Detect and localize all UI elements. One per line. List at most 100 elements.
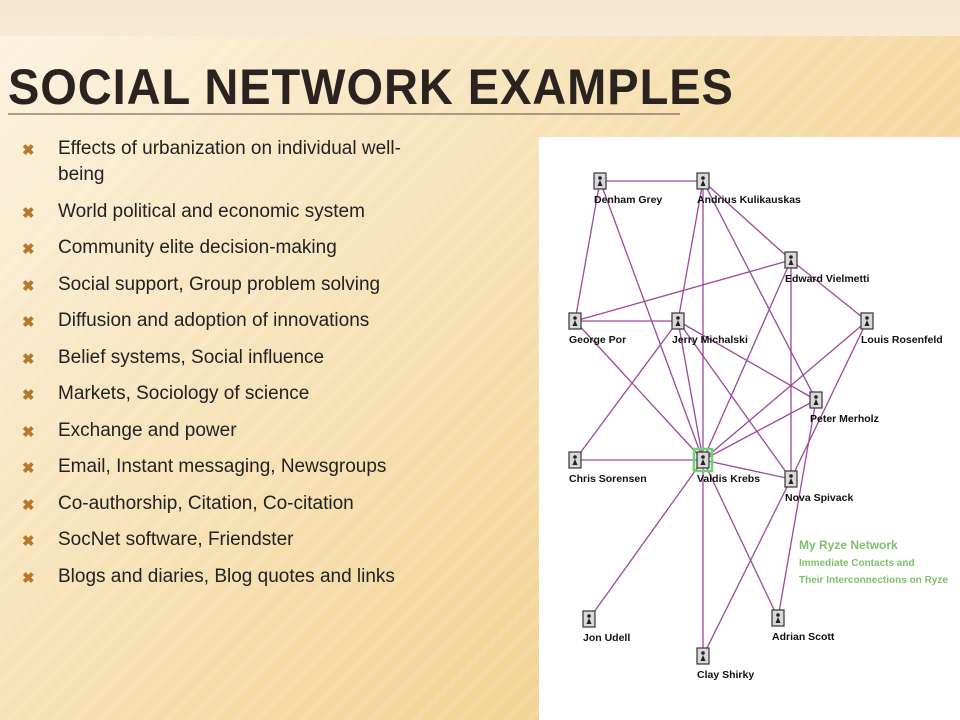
- edge-peter-valdis: [702, 399, 817, 461]
- x-mark-bullet-icon: ✖: [22, 533, 35, 550]
- node-andrius: Andrius Kulikauskas: [696, 172, 801, 206]
- x-mark-bullet-icon: ✖: [22, 314, 35, 331]
- bullet-text: Blogs and diaries, Blog quotes and links: [58, 565, 395, 587]
- bullet-item: ✖ Community elite decision-making: [20, 235, 520, 261]
- edge-edward-louis: [790, 259, 868, 322]
- edge-valdis-nova: [702, 459, 792, 480]
- bullet-item: ✖Email, Instant messaging, Newsgroups: [20, 454, 520, 480]
- person-card-icon: [809, 391, 823, 409]
- edge-nova-clay: [702, 478, 792, 657]
- x-mark-bullet-icon: ✖: [22, 241, 35, 258]
- bullet-list: ✖ Effects of urbanization on individual w…: [20, 136, 520, 600]
- node-clay: Clay Shirky: [696, 647, 754, 681]
- x-mark-bullet-icon: ✖: [22, 496, 35, 514]
- bullet-text: Effects of urbanization on individual we…: [58, 138, 401, 185]
- bullet-item: ✖ Diffusion and adoption of innovations: [20, 308, 520, 334]
- node-peter: Peter Merholz: [809, 391, 879, 425]
- person-card-icon: [696, 647, 710, 665]
- bullet-item: ✖ Blogs and diaries, Blog quotes and link…: [20, 564, 520, 590]
- person-card-icon: [696, 172, 710, 190]
- edge-andrius-edward: [702, 180, 792, 261]
- bullet-item: ✖Co-authorship, Citation, Co-citation: [20, 491, 520, 517]
- edge-denham-george: [574, 180, 601, 322]
- node-label: George Por: [569, 334, 626, 346]
- person-card-icon: [582, 610, 596, 628]
- x-mark-bullet-icon: ✖: [22, 569, 35, 587]
- legend-subtitle-2: Their Interconnections on Ryze: [799, 575, 948, 586]
- edge-andrius-jerry: [677, 180, 704, 322]
- edge-george-valdis: [574, 320, 704, 461]
- edge-valdis-jon: [588, 459, 704, 620]
- title-underline: [8, 113, 680, 115]
- edge-george-edward: [574, 259, 792, 322]
- bullet-text: Community elite decision-making: [58, 237, 337, 258]
- node-jerry: Jerry Michalski: [671, 312, 748, 346]
- edge-peter-adrian: [777, 399, 817, 619]
- bullet-text: Markets, Sociology of science: [58, 383, 310, 404]
- node-label: Denham Grey: [594, 194, 662, 206]
- x-mark-bullet-icon: ✖: [22, 423, 35, 441]
- bullet-item: ✖ Markets, Sociology of science: [20, 381, 520, 407]
- node-edward: Edward Vielmetti: [784, 251, 869, 285]
- person-card-icon: [671, 312, 685, 330]
- edge-valdis-adrian: [702, 459, 779, 619]
- person-card-icon: [593, 172, 607, 190]
- network-edges: [574, 180, 868, 657]
- node-label: Valdis Krebs: [697, 473, 760, 485]
- network-legend: My Ryze Network Immediate Contacts and T…: [799, 538, 948, 586]
- node-chris: Chris Sorensen: [568, 451, 647, 485]
- x-mark-bullet-icon: ✖: [22, 204, 35, 222]
- node-valdis: Valdis Krebs: [692, 447, 760, 485]
- x-mark-bullet-icon: ✖: [22, 460, 35, 477]
- bullet-item: ✖ Belief systems, Social influence: [20, 345, 520, 371]
- edge-jerry-valdis: [677, 320, 704, 461]
- bullet-item: ✖ World political and economic system: [20, 199, 520, 225]
- node-label: Jon Udell: [583, 632, 630, 644]
- edge-louis-nova: [790, 320, 868, 480]
- person-card-icon: [568, 312, 582, 330]
- bullet-text: SocNet software, Friendster: [58, 529, 294, 550]
- person-card-icon: [784, 470, 798, 488]
- node-label: Adrian Scott: [772, 631, 835, 643]
- node-label: Peter Merholz: [810, 413, 879, 425]
- slide-title: Social Network Examples: [8, 59, 734, 115]
- node-label: Louis Rosenfeld: [861, 334, 943, 346]
- bullet-item: ✖ Exchange and power: [20, 418, 520, 444]
- node-louis: Louis Rosenfeld: [860, 312, 943, 346]
- person-card-icon: [696, 451, 710, 469]
- bullet-item: ✖ Social support, Group problem solving: [20, 272, 520, 298]
- bullet-text: Belief systems, Social influence: [58, 346, 325, 368]
- bullet-item: ✖ Effects of urbanization on individual w…: [20, 136, 520, 188]
- node-label: Nova Spivack: [785, 492, 853, 504]
- node-label: Andrius Kulikauskas: [697, 194, 801, 206]
- person-card-icon: [860, 312, 874, 330]
- node-label: Clay Shirky: [697, 669, 754, 681]
- person-card-icon: [784, 251, 798, 269]
- edge-jerry-nova: [677, 320, 792, 480]
- legend-subtitle-1: Immediate Contacts and: [799, 558, 915, 569]
- x-mark-bullet-icon: ✖: [22, 142, 35, 159]
- node-george: George Por: [568, 312, 626, 346]
- x-mark-bullet-icon: ✖: [22, 277, 35, 295]
- edge-andrius-peter: [702, 180, 817, 401]
- bullet-text: World political and economic system: [58, 200, 365, 222]
- node-label: Chris Sorensen: [569, 473, 647, 485]
- bullet-text: Diffusion and adoption of innovations: [58, 310, 370, 331]
- x-mark-bullet-icon: ✖: [22, 350, 35, 368]
- bullet-text: Exchange and power: [58, 419, 237, 441]
- x-mark-bullet-icon: ✖: [22, 387, 35, 404]
- node-label: Jerry Michalski: [672, 334, 748, 346]
- node-jon: Jon Udell: [582, 610, 630, 644]
- node-nova: Nova Spivack: [784, 470, 853, 504]
- node-label: Edward Vielmetti: [785, 273, 869, 285]
- edge-jerry-chris: [574, 320, 679, 461]
- bullet-item: ✖ SocNet software, Friendster: [20, 527, 520, 553]
- bullet-text: Social support, Group problem solving: [58, 273, 381, 295]
- top-band: [0, 0, 960, 36]
- person-card-icon: [568, 451, 582, 469]
- highlight-ring: [692, 447, 714, 473]
- node-denham: Denham Grey: [593, 172, 662, 206]
